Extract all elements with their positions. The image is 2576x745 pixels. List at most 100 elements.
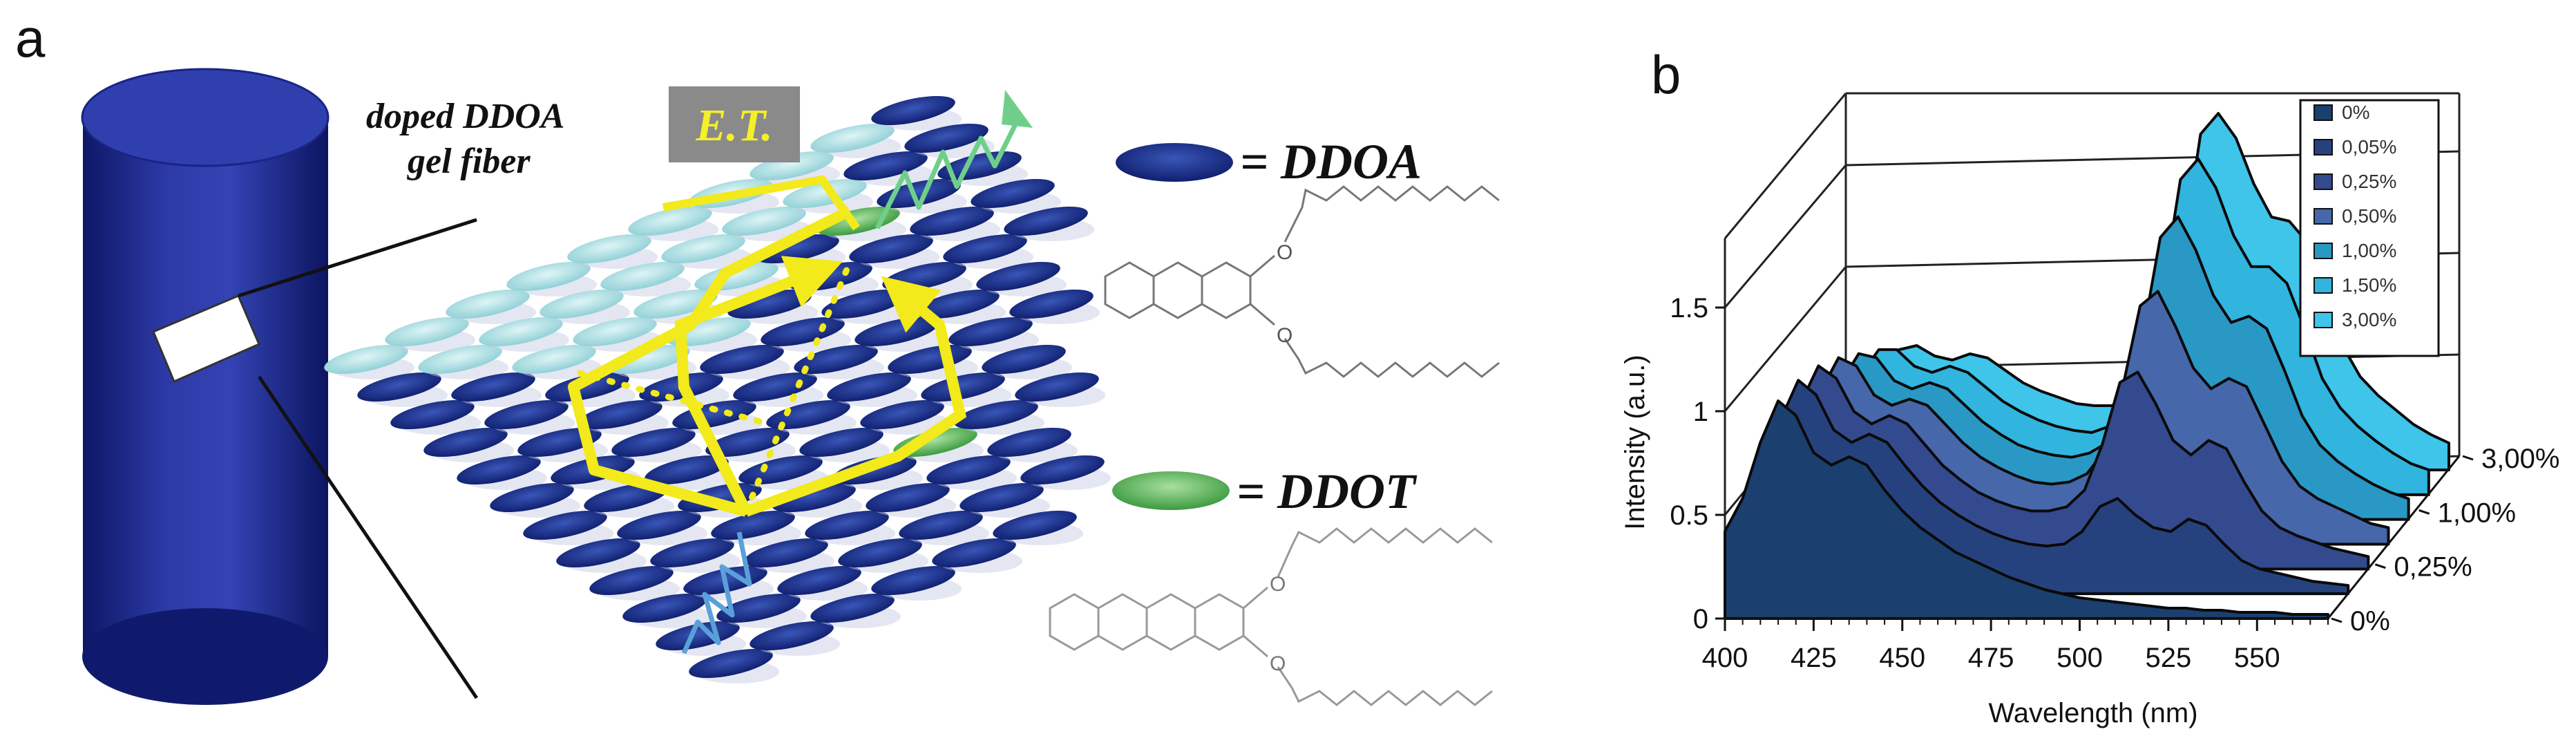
ddoa-molecule [578,399,662,430]
ddoa-molecule-excited [512,344,596,375]
ddoa-structure [1104,185,1500,378]
ddoa-molecule [877,178,961,209]
legend-swatch [2313,312,2333,328]
ddoa-molecule [1015,372,1099,402]
ddoa-molecule-excited [661,234,745,264]
emission-wave-arrowhead [1002,90,1033,128]
excitation-wave [681,531,752,654]
depth-tick-label: 0% [2350,606,2390,636]
spectra-series [1724,112,2450,620]
ddoa-molecule [733,372,817,402]
ddoa-molecule [584,482,668,513]
et-box [669,86,800,162]
legend-swatch [2313,104,2333,121]
ddoa-molecule [484,399,569,430]
depth-tick-label: 3,00% [2481,444,2559,474]
panel-b-letter: b [1651,44,1681,105]
ddoa-molecule [976,261,1060,292]
ddoa-molecule [871,565,955,596]
ddoa-molecule-excited [810,123,895,153]
ddoa-molecule [357,372,441,402]
ddoa-molecule [948,317,1033,347]
ddoa-molecule-excited [479,317,563,347]
ddoa-molecule-excited [750,151,834,181]
depth-axis-ticks: 0%0,25% 1,00% 3,00% [2331,444,2559,636]
ddot-oxygen-bottom: O [1270,652,1286,675]
ddoa-molecule-excited [722,206,806,236]
panel-a-letter: a [15,8,46,68]
ddoa-molecule [490,482,574,513]
y-axis-label: Intensity (a.u.) [1620,355,1650,529]
legend-swatch [2313,243,2333,259]
ddoa-molecule [799,427,884,458]
ddoa-molecule [645,455,729,485]
depth-tick-label: 0,25% [2394,552,2472,583]
legend-label: 0,50% [2342,205,2396,227]
gel-fiber-cylinder [81,68,330,705]
ddoa-molecule [838,538,922,568]
y-axis-ticks: 00.511.5 [1670,293,1725,634]
ddoa-molecule [993,510,1077,540]
zoom-line-top [238,218,477,298]
ddoa-molecule [943,234,1027,264]
ddoa-molecule [805,510,889,540]
ddoa-molecule-excited [600,261,685,292]
ddoa-legend-label: = DDOA [1240,134,1422,189]
ddoa-molecule-excited [567,234,651,264]
depth-tick-mark [2331,617,2343,623]
ddoa-molecule-excited [606,344,690,375]
ddot-oxygen-top: O [1270,573,1286,596]
ddoa-molecule [794,344,878,375]
panel-a: a doped DDOA gel fiber E [15,8,1500,706]
x-tick-label: 425 [1791,643,1837,673]
y-tick-label: 0 [1693,604,1708,634]
ddot-legend-label: = DDOT [1237,464,1418,519]
ddoa-oxygen-top: O [1277,241,1292,264]
ddoa-molecule [672,399,756,430]
depth-tick-label: 1,00% [2438,498,2516,528]
x-axis-label: Wavelength (nm) [1988,698,2197,728]
spectrum-0% [1724,399,2329,620]
ddoa-molecule [987,427,1071,458]
x-tick-label: 550 [2234,643,2280,673]
ddoa-molecule [849,234,933,264]
emission-wave [875,123,1018,229]
x-tick-label: 525 [2146,643,2192,673]
ddoa-molecule [766,399,850,430]
ddoa-molecule-excited [324,344,408,375]
ddoa-molecule [871,95,955,126]
ddoa-molecule [772,482,856,513]
chart-legend: 0%0,05%0,25%0,50%1,00%1,50%3,00% [2299,99,2440,357]
ddoa-molecule [650,538,734,568]
legend-swatch [2313,139,2333,155]
ddoa-molecule [622,593,707,623]
ddoa-molecule [523,510,607,540]
ddoa-molecule [705,427,790,458]
ddoa-molecule [921,372,1005,402]
energy-transfer-paths [568,175,967,517]
x-tick-label: 450 [1879,643,1925,673]
zoom-line-bottom [257,375,479,699]
ddoa-molecule [954,399,1038,430]
ddoa-molecule [860,399,944,430]
ddoa-molecule [777,565,861,596]
legend-label: 1,50% [2342,274,2396,296]
depth-tick-mark [2374,563,2386,569]
legend-swatch [2313,277,2333,294]
ddoa-oxygen-bottom: O [1277,324,1292,347]
ddoa-molecule [711,510,795,540]
ddoa-molecule [1004,206,1088,236]
side-gridline [1724,266,1847,412]
magnified-region-box [152,294,260,383]
ddoa-molecule [810,593,895,623]
legend-label: 0,25% [2342,171,2396,192]
legend-label: 3,00% [2342,309,2396,330]
ddoa-molecule [457,455,541,485]
ddoa-molecule [589,565,674,596]
ddoa-molecule-excited [633,289,718,319]
ddoa-molecule [738,455,823,485]
ddoa-molecule [926,455,1011,485]
legend-swatch [2313,208,2333,225]
